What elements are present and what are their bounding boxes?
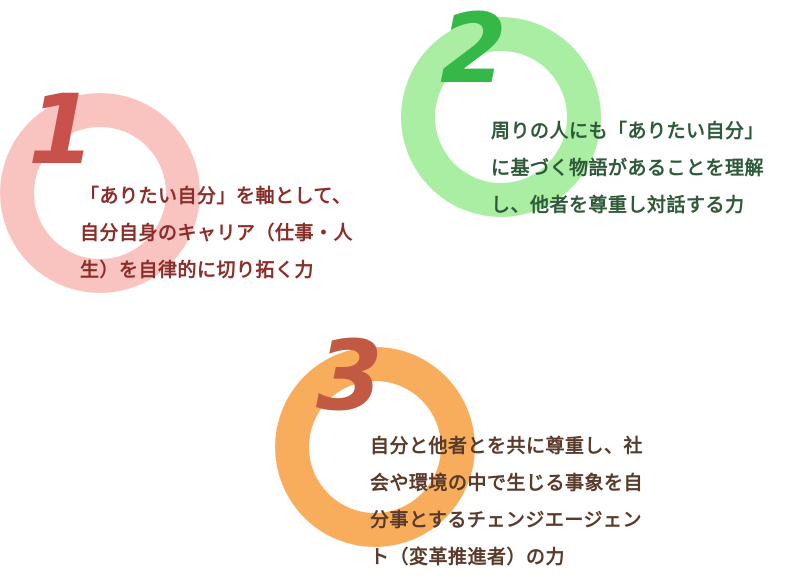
text-2: 周りの人にも「ありたい自分」 に基づく物語があることを理解 し、他者を尊重し対話… — [491, 120, 765, 216]
number-3: 3 — [316, 320, 383, 432]
text-1: 「ありたい自分」を軸として、 自分自身のキャリア（仕事・人 生）を自律的に切り拓… — [80, 185, 354, 281]
text-3: 自分と他者とを共に尊重し、社 会や環境の中で生じる事象を自 分事とするチェンジエ… — [370, 435, 644, 568]
number-1: 1 — [28, 74, 95, 186]
number-2: 2 — [440, 0, 507, 105]
